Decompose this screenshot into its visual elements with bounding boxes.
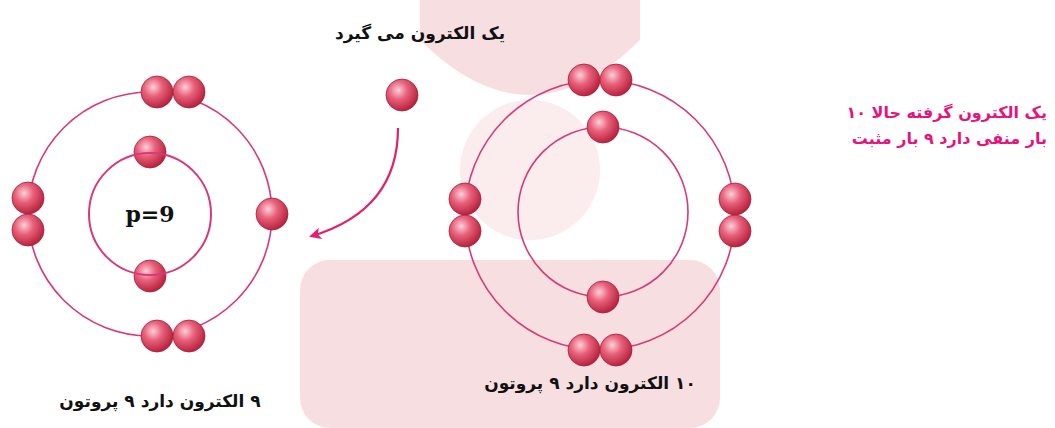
- nucleus-label: p=9: [125, 201, 174, 227]
- ion-caption: ۱۰ الکترون دارد ۹ پروتون: [440, 370, 740, 397]
- atom-caption: ۹ الکترون دارد ۹ پروتون: [10, 388, 310, 415]
- capture-label: یک الکترون می گیرد: [290, 20, 550, 47]
- watermark: [300, 0, 720, 428]
- fluoride-ion: [449, 64, 751, 366]
- fluorine-atom: [12, 76, 288, 352]
- free-electron: [386, 79, 418, 111]
- charge-note: یک الکترون گرفته حالا ۱۰ بار منفی دارد ۹…: [837, 100, 1047, 151]
- nucleus-circle: p=9: [88, 152, 212, 276]
- capture-arrow: [312, 128, 398, 236]
